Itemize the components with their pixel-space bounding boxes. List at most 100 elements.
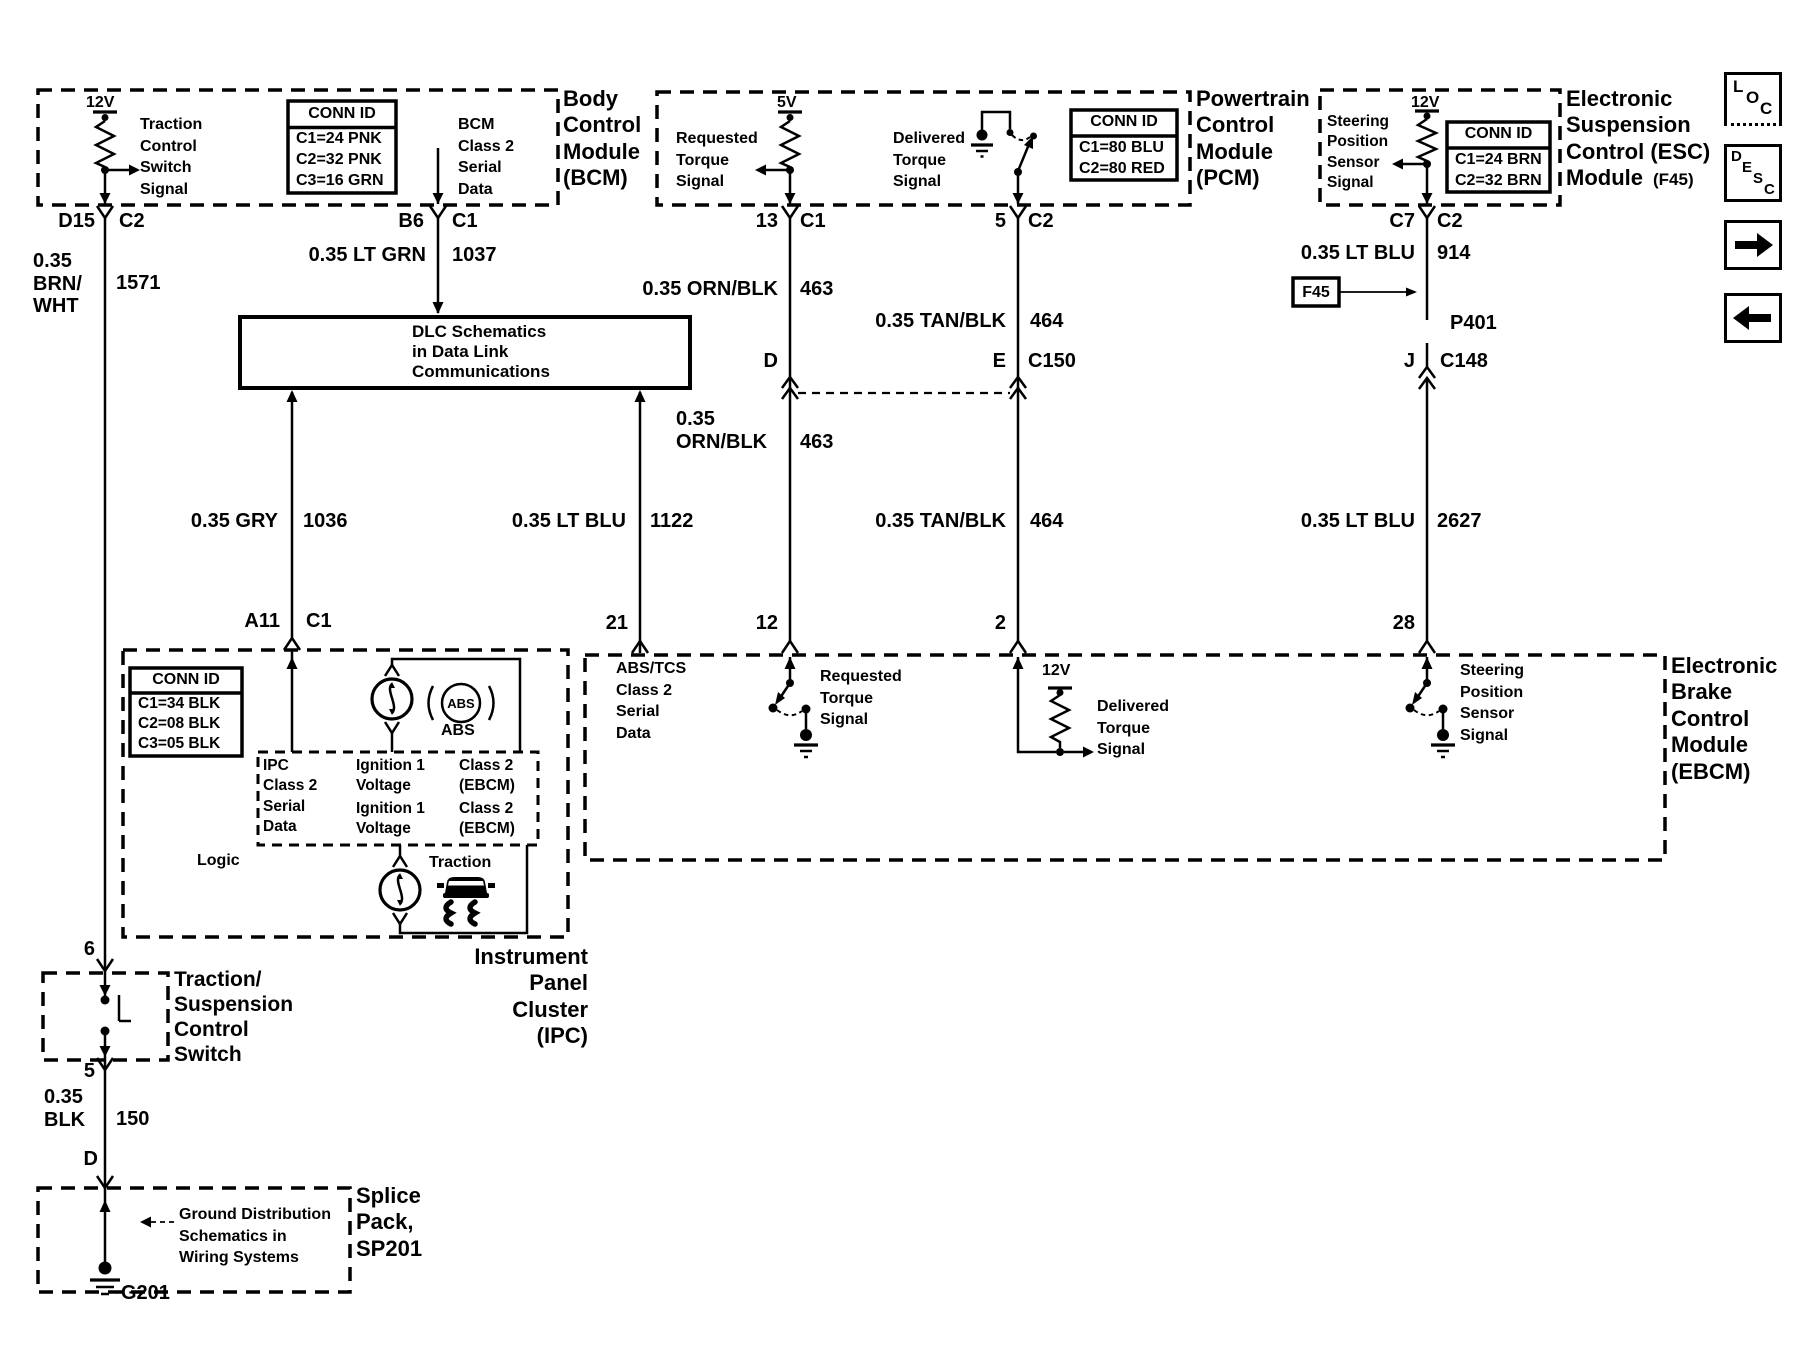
ipc-conn-id-row: C2=08 BLK: [138, 715, 221, 732]
bcm-box: [36, 88, 560, 207]
bcm-conn-id-title: CONN ID: [308, 105, 376, 122]
previous-page-button[interactable]: [1724, 293, 1782, 343]
wire-ipc-serial-riser: [282, 390, 302, 651]
p401-connector-icon: [1408, 320, 1446, 330]
wire-circuit-1036: 1036: [303, 510, 348, 532]
wire-traction-switch-signal: [95, 218, 131, 1264]
ipc-abs-lamp-icon: [370, 657, 522, 752]
pin-label-d15: D15: [58, 210, 95, 232]
pin-conn-label-c1: C1: [306, 610, 332, 632]
tsc-switch-box: [41, 971, 170, 1062]
pcm-supply-label: 5V: [777, 94, 797, 111]
ebcm-supply-label: 12V: [1042, 662, 1071, 679]
bcm-module-label: Body Control Module (BCM): [563, 86, 642, 191]
wire-circuit-150: 150: [116, 1108, 150, 1130]
pin-label-d-lower: D: [83, 1148, 98, 1170]
inline-connector-label-d: D: [763, 350, 778, 372]
wire-bcm-d15: [95, 170, 115, 221]
wire-ipc-a11: [286, 650, 298, 752]
ebcm-steering-switch-icon: [1405, 638, 1455, 759]
wire-circuit-1122: 1122: [650, 510, 694, 532]
ipc-serial-label: IPC Class 2 Serial Data: [263, 757, 318, 836]
ebcm-steering-label: Steering Position Sensor Signal: [1460, 662, 1525, 744]
esc-box: [1318, 88, 1562, 207]
pin-conn-label-c2: C2: [1028, 210, 1054, 232]
ebcm-box: [583, 653, 1667, 862]
loc-letter: L: [1733, 77, 1744, 96]
f45-fuse-label: F45: [1302, 284, 1330, 301]
splice-label: Splice Pack, SP201: [356, 1183, 423, 1261]
splice-ground-icon: [90, 1200, 120, 1296]
pin-conn-label-c1: C1: [800, 210, 826, 232]
wire-circuit-464-lower: 464: [1030, 510, 1064, 532]
wire-delivered-torque: [1008, 218, 1028, 641]
ebcm-abstcs-label: ABS/TCS Class 2 Serial Data: [616, 660, 687, 742]
ebcm-delivered-label: Delivered Torque Signal: [1097, 698, 1170, 759]
esc-signal-label: Steering Position Sensor Signal: [1327, 113, 1390, 192]
wire-color-tan-blk-upper: 0.35 TAN/BLK: [875, 310, 1006, 332]
esc-conn-id-title: CONN ID: [1464, 125, 1533, 142]
ebcm-requested-switch-icon: [768, 657, 818, 759]
inline-connector-label-e: E: [992, 350, 1006, 372]
wire-color-orn-blk-lower: 0.35 ORN/BLK: [676, 408, 768, 453]
wire-color-gry: 0.35 GRY: [190, 510, 278, 532]
desc-letter: D: [1731, 148, 1742, 165]
wire-requested-torque: [780, 218, 800, 641]
dlc-reference-note: DLC Schematics in Data Link Communicatio…: [412, 322, 550, 382]
wire-circuit-2627: 2627: [1437, 510, 1482, 532]
pin-label-28: 28: [1392, 612, 1415, 634]
ipc-traction-label: Traction: [429, 854, 492, 871]
ipc-box: [121, 648, 570, 939]
loc-button[interactable]: L O C: [1724, 72, 1782, 126]
p401-connector-label: P401: [1450, 312, 1497, 334]
abs-indicator-icon: [427, 682, 495, 724]
pin-label-a11: A11: [244, 610, 280, 632]
pin-label-5-lower: 5: [83, 1060, 95, 1082]
pcm-resistor-icon: [755, 110, 802, 176]
splice-note-arrow-icon: [140, 1216, 174, 1228]
pcm-delivered-label: Delivered Torque Signal: [893, 130, 966, 191]
loc-letter: C: [1760, 99, 1773, 118]
wire-circuit-914: 914: [1437, 242, 1471, 264]
desc-letter: S: [1753, 170, 1764, 187]
abs-caption-label: ABS: [441, 722, 475, 739]
ground-label-g201: G201: [121, 1282, 170, 1304]
pcm-conn-id-title: CONN ID: [1090, 113, 1158, 130]
desc-letter: E: [1742, 159, 1753, 176]
ipc-ign1-label-row1: Ignition 1 Voltage: [356, 757, 425, 795]
pcm-box: [655, 90, 1192, 207]
desc-button[interactable]: D E S C: [1724, 144, 1782, 202]
ebcm-pin-2-resistor: [1008, 638, 1094, 758]
pin-conn-label-c2: C2: [119, 210, 145, 232]
pcm-conn-id-box: [1069, 108, 1179, 182]
ebcm-pin-21: [780, 638, 800, 654]
pin-conn-label-c2: C2: [1437, 210, 1463, 232]
ipc-conn-id-row: C3=05 BLK: [138, 735, 221, 752]
pin-label-21: 21: [605, 612, 628, 634]
wire-color-blk: 0.35 BLK: [44, 1086, 86, 1131]
esc-supply-label: 12V: [1411, 94, 1440, 111]
pin-label-12: 12: [755, 612, 778, 634]
ipc-conn-id-row: C1=34 BLK: [138, 695, 221, 712]
desc-letter: C: [1764, 181, 1775, 198]
wire-color-tan-blk-lower: 0.35 TAN/BLK: [875, 510, 1006, 532]
esc-resistor-icon: [1392, 109, 1440, 170]
pin-conn-label-c1: C1: [452, 210, 478, 232]
next-page-button[interactable]: [1724, 220, 1782, 270]
pin-label-b6: B6: [398, 210, 424, 232]
ipc-inner-logic-box: [256, 750, 540, 847]
esc-module-label-suffix: (F45): [1653, 170, 1694, 189]
bcm-serial-data-label: BCM Class 2 Serial Data: [458, 116, 515, 198]
wire-esc-c7: [1417, 164, 1437, 221]
esc-module-label: Electronic Suspension Control (ESC) Modu…: [1566, 86, 1711, 191]
esc-conn-id-row: C2=32 BRN: [1455, 172, 1542, 189]
ebcm-module-label: Electronic Brake Control Module (EBCM): [1671, 653, 1778, 784]
bcm-switch-signal-label: Traction Control Switch Signal: [140, 116, 203, 198]
ipc-module-label: Instrument Panel Cluster (IPC): [474, 944, 588, 1049]
splice-note: Ground Distribution Schematics in Wiring…: [179, 1206, 331, 1267]
loc-letter: O: [1746, 88, 1760, 107]
bcm-conn-id-row: C2=32 PNK: [296, 151, 382, 168]
arrow-right-icon: [1735, 233, 1773, 257]
